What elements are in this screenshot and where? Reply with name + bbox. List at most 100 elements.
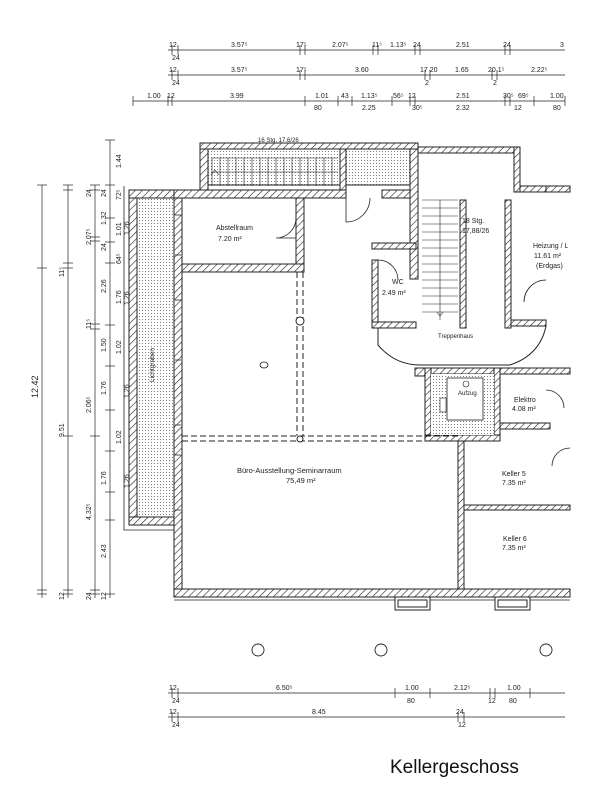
dim-label: 11⁵ — [372, 42, 382, 49]
room-area-heizung: 11.61 m² — [534, 253, 562, 260]
dimension-lines-top — [132, 45, 566, 106]
dim-label: 30⁵ — [412, 105, 423, 112]
dim-label: 24 — [456, 709, 464, 716]
dim-label: 1.00 — [550, 93, 564, 100]
room-name-wc: WC — [392, 279, 404, 286]
room-name-heizung: Heizung / L — [533, 243, 569, 250]
stairs-right — [422, 199, 458, 320]
dim-label: 80 — [509, 698, 517, 705]
dim-label: 2.22⁵ — [531, 67, 548, 74]
dim-label: 2.43 — [101, 544, 108, 558]
dim-label: 12 — [458, 722, 466, 729]
dim-label: 24 — [172, 698, 180, 705]
walls — [128, 142, 571, 598]
beams — [182, 272, 458, 442]
stair-label-ratio: 17,88/26 — [462, 228, 489, 235]
dim-label: 1.13⁵ — [390, 42, 407, 49]
room-name-treppenhaus: Treppenhaus — [438, 334, 473, 340]
dim-label: 2.51 — [456, 93, 470, 100]
room-area-keller6: 7.35 m² — [502, 545, 526, 552]
dim-label: 2.07⁵ — [86, 228, 93, 245]
dim-label: 30⁵ — [503, 93, 514, 100]
dim-label: 1.02 — [116, 430, 123, 444]
dim-label: 1.13⁵ — [361, 93, 378, 100]
room-name-buero: Büro-Ausstellung-Seminarraum — [237, 466, 342, 475]
dim-label: 2.32 — [456, 105, 470, 112]
dim-label: 6.50⁵ — [276, 685, 293, 692]
doors — [275, 197, 571, 467]
dim-label: 1.76 — [101, 471, 108, 485]
dimension-lines-bottom — [168, 688, 565, 722]
dim-label: 2 — [425, 80, 429, 87]
stair-label-top: 16 Stg. 17.6/26 — [258, 138, 299, 144]
dim-label: 12 — [408, 93, 416, 100]
room-name-keller6: Keller 6 — [503, 536, 527, 543]
dim-label: 12 — [59, 592, 66, 600]
room-area-buero: 75,49 m² — [286, 476, 316, 485]
dim-label: 80 — [553, 105, 561, 112]
dim-label: 17⁵ — [296, 42, 307, 49]
stair-label-steps: 18 Stg. — [462, 218, 484, 225]
room-area-elektro: 4.08 m² — [512, 406, 536, 413]
dim-label: 1.01 — [315, 93, 329, 100]
lichtgraben-label: Lichtgraben — [149, 348, 156, 382]
dim-label: 24 — [86, 189, 93, 197]
dim-label: 1.26 — [124, 221, 131, 235]
column-footings — [251, 643, 553, 657]
room-area-keller5: 7.35 m² — [502, 480, 526, 487]
dim-label: 1.00 — [147, 93, 161, 100]
plan-title: Kellergeschoss — [390, 757, 519, 778]
dim-label: 1.50 — [101, 338, 108, 352]
dim-label: 3.60 — [355, 67, 369, 74]
dim-label: 12 — [169, 709, 177, 716]
dim-label: 1.00 — [405, 685, 419, 692]
dim-label: 3.99 — [230, 93, 244, 100]
dim-label: 1.01 — [116, 222, 123, 236]
dim-label: 72⁵ — [116, 189, 123, 200]
dim-label: 2 — [493, 80, 497, 87]
room-name-aufzug: Aufzug — [458, 391, 477, 397]
room-area-wc: 2.49 m² — [382, 290, 406, 297]
dim-label: 1.65 — [455, 67, 469, 74]
dim-label: 43 — [341, 93, 349, 100]
dim-label: 80 — [314, 105, 322, 112]
room-name-keller5: Keller 5 — [502, 471, 526, 478]
dim-label: 24 — [503, 42, 511, 49]
dim-label: 2.06⁵ — [86, 396, 93, 413]
dimension-lines-left — [37, 139, 115, 598]
dim-label: 2.07⁵ — [332, 42, 349, 49]
dim-label: 24 — [413, 42, 421, 49]
dim-label: 12 — [101, 592, 108, 600]
dim-label: 4.32⁵ — [86, 503, 93, 520]
stairs-upper — [211, 157, 338, 186]
dim-label: 12 — [169, 67, 177, 74]
dim-label: 1.26 — [124, 291, 131, 305]
dim-label: 56⁵ — [393, 93, 404, 100]
room-name-abstellraum: Abstellraum — [216, 225, 253, 232]
dim-label: 11⁵ — [86, 319, 93, 329]
dim-label: 24 — [101, 189, 108, 197]
dim-label: 2.51 — [456, 42, 470, 49]
dim-label: 69⁵ — [518, 93, 529, 100]
dim-label: 12 — [167, 93, 175, 100]
dim-label: 3.57⁵ — [231, 67, 248, 74]
dim-label: 80 — [407, 698, 415, 705]
room-area-abstellraum: 7.20 m² — [218, 236, 242, 243]
dimension-text-left: 12.42 11⁵ 9.51 12 24 2.07⁵ 11⁵ 2.06⁵ 4.3… — [30, 154, 131, 600]
dim-label: 24 — [172, 722, 180, 729]
dim-label: 24 — [172, 55, 180, 62]
dim-label: 64⁵ — [116, 253, 123, 264]
dim-label: 24 — [101, 243, 108, 251]
dim-label: 12.42 — [30, 375, 40, 398]
dim-label: 12 — [514, 105, 522, 112]
dim-label: 11⁵ — [59, 267, 66, 277]
dim-label: 3 — [560, 42, 564, 49]
dim-label: 1.26 — [124, 384, 131, 398]
dim-label: 2.12⁵ — [454, 685, 471, 692]
dim-label: 12 — [169, 685, 177, 692]
elevator — [431, 374, 494, 435]
dim-label: 24 — [86, 592, 93, 600]
dim-label: 17 20 — [420, 67, 438, 74]
dim-label: 1.76 — [116, 290, 123, 304]
